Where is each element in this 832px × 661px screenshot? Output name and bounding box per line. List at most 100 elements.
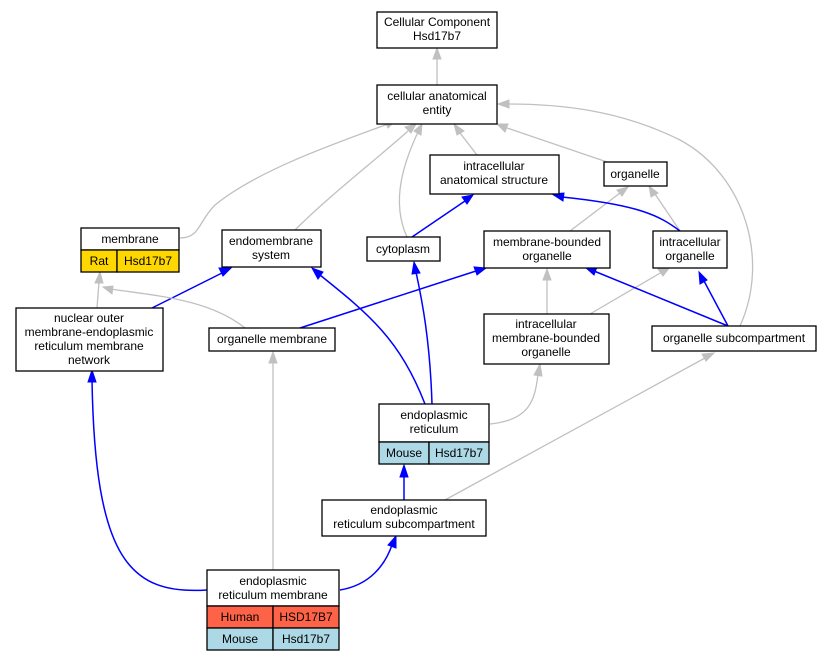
node-endoplasmic-reticulum[interactable]: endoplasmic reticulum Mouse Hsd17b7 xyxy=(378,403,490,465)
edge-om-to-membrane xyxy=(109,288,246,329)
arrowhead xyxy=(310,267,324,280)
edge-io-partof-ias xyxy=(561,196,681,232)
node-organelle[interactable]: organelle xyxy=(603,161,668,187)
arrowhead xyxy=(413,122,423,136)
edge-organelle-to-entity xyxy=(506,127,611,164)
arrowhead xyxy=(218,267,233,277)
node-endomembrane-system[interactable]: endomembrane system xyxy=(221,229,322,268)
node-label: intracellular xyxy=(463,159,524,173)
arrowhead xyxy=(404,123,418,134)
node-label: organelle xyxy=(610,167,660,181)
node-label: membrane-endoplasmic xyxy=(25,325,154,339)
node-label: reticulum xyxy=(410,422,459,436)
node-label: Cellular Component xyxy=(384,15,491,29)
node-label: network xyxy=(68,353,111,367)
species-label: Human xyxy=(221,610,260,624)
node-organelle-subcompartment[interactable]: organelle subcompartment xyxy=(651,325,817,352)
node-label: endoplasmic xyxy=(239,574,306,588)
gene-cell-rat xyxy=(116,249,180,273)
edge-osc-partof-io xyxy=(703,280,729,327)
arrowhead xyxy=(453,122,465,136)
node-intracellular-anatomical-structure[interactable]: intracellular anatomical structure xyxy=(429,154,560,195)
node-label: entity xyxy=(423,103,452,117)
node-label: system xyxy=(252,248,290,262)
node-label: intracellular xyxy=(659,235,720,249)
edge-nomern-to-membrane xyxy=(96,281,100,309)
node-intracellular-organelle[interactable]: intracellular organelle xyxy=(652,230,728,269)
arrowhead xyxy=(698,270,708,285)
node-label: organelle subcompartment xyxy=(663,331,806,345)
edge-nomern-partof-endomembrane xyxy=(151,272,223,309)
edge-er-partof-endomembrane xyxy=(319,274,426,405)
gene-cell-mouse xyxy=(428,441,490,465)
arrowhead xyxy=(495,123,509,133)
edge-imbo-to-io xyxy=(589,271,663,315)
edge-ermembrane-partof-nomern xyxy=(91,379,208,592)
arrowhead xyxy=(399,463,409,478)
node-label: reticulum membrane xyxy=(218,588,328,602)
node-label: organelle xyxy=(521,345,571,359)
edge-mbo-to-organelle xyxy=(569,192,621,232)
node-label: organelle membrane xyxy=(217,332,327,346)
node-intracellular-membrane-bounded-organelle[interactable]: intracellular membrane-bounded organelle xyxy=(483,313,610,365)
arrowhead xyxy=(461,194,475,205)
gene-label: Hsd17b7 xyxy=(124,254,172,268)
node-er-membrane[interactable]: endoplasmic reticulum membrane Human HSD… xyxy=(206,569,340,651)
node-cellular-anatomical-entity[interactable]: cellular anatomical entity xyxy=(376,84,498,125)
edge-osc-partof-mbo xyxy=(593,270,729,327)
arrowhead xyxy=(268,350,278,364)
edge-endomembrane-to-entity xyxy=(294,130,409,231)
arrowhead xyxy=(387,534,397,549)
node-label: cytoplasm xyxy=(376,242,430,256)
node-organelle-membrane[interactable]: organelle membrane xyxy=(208,327,336,352)
node-label: reticulum subcompartment xyxy=(333,517,475,531)
node-label: nuclear outer xyxy=(54,311,124,325)
node-membrane-bounded-organelle[interactable]: membrane-bounded organelle xyxy=(483,230,611,269)
node-cytoplasm[interactable]: cytoplasm xyxy=(366,236,441,262)
edge-om-partof-mbo xyxy=(299,270,477,329)
node-er-subcompartment[interactable]: endoplasmic reticulum subcompartment xyxy=(321,499,487,537)
node-label: organelle xyxy=(665,249,715,263)
node-membrane[interactable]: membrane Rat Hsd17b7 xyxy=(80,227,180,273)
arrowhead xyxy=(648,184,659,198)
node-label: endomembrane xyxy=(229,234,313,248)
gene-cell-mouse xyxy=(272,627,340,651)
species-label: Mouse xyxy=(222,632,258,646)
gene-label: HSD17B7 xyxy=(279,610,333,624)
edge-er-to-imbo xyxy=(489,373,539,425)
arrowhead xyxy=(432,46,442,60)
edge-cytoplasm-partof-ias xyxy=(411,200,466,238)
arrowhead xyxy=(496,99,510,109)
edge-membrane-to-entity xyxy=(179,123,389,239)
edge-cytoplasm-to-entity xyxy=(398,131,419,238)
node-label: reticulum membrane xyxy=(34,339,144,353)
arrowhead xyxy=(533,362,543,377)
node-label: organelle xyxy=(522,249,572,263)
edge-er-partof-cytoplasm xyxy=(415,271,433,405)
node-label: endoplasmic xyxy=(370,503,437,517)
edge-ersc-to-osc xyxy=(444,357,706,501)
edge-ermembrane-partof-ersc xyxy=(339,544,393,591)
arrowhead xyxy=(701,352,716,362)
node-label: membrane-bounded xyxy=(493,235,601,249)
arrowhead xyxy=(411,260,421,275)
node-label: cellular anatomical xyxy=(387,89,486,103)
edges xyxy=(87,46,754,592)
species-label: Mouse xyxy=(386,446,422,460)
node-nuclear-outer-membrane-er-network[interactable]: nuclear outer membrane-endoplasmic retic… xyxy=(15,307,164,372)
arrowhead xyxy=(101,285,114,295)
edge-io-to-organelle xyxy=(654,193,681,232)
gene-label: Hsd17b7 xyxy=(435,446,483,460)
species-label: Rat xyxy=(90,254,109,268)
arrowhead xyxy=(87,368,97,383)
edge-osc-to-entity xyxy=(507,103,754,327)
node-cellular-component[interactable]: Cellular Component Hsd17b7 xyxy=(376,11,498,49)
node-label: intracellular xyxy=(515,317,576,331)
node-label: membrane-bounded xyxy=(492,331,600,345)
node-label: membrane xyxy=(101,232,159,246)
arrowhead xyxy=(94,270,104,284)
arrowhead xyxy=(616,186,630,197)
node-label: anatomical structure xyxy=(440,173,548,187)
node-label: Hsd17b7 xyxy=(413,29,461,43)
